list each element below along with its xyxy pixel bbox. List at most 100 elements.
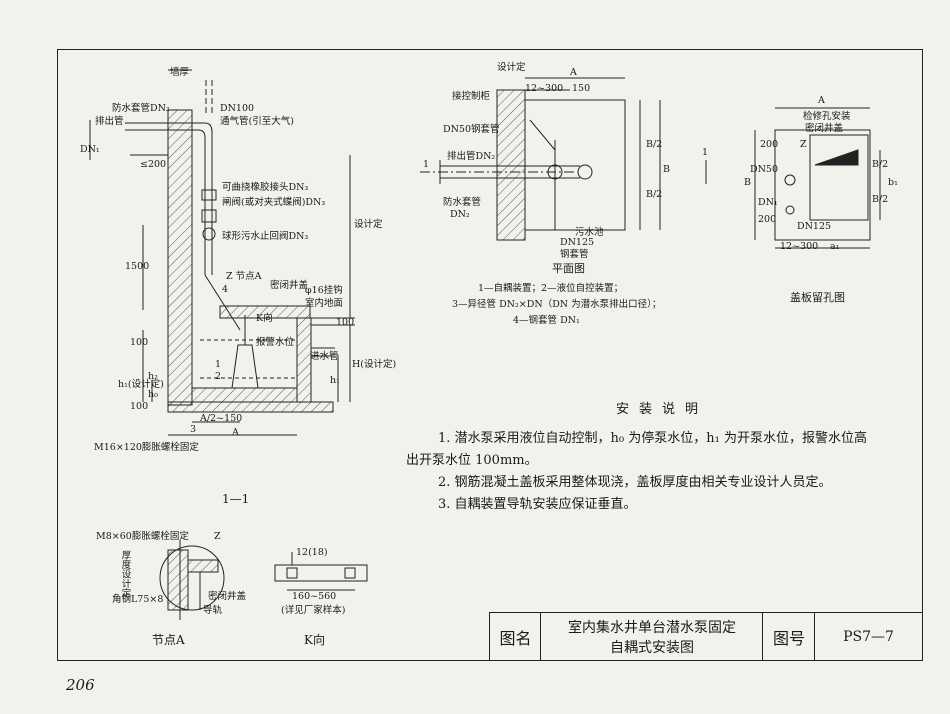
cover-plate-drawing: [754, 107, 881, 249]
cover-12-300-label: 12~300: [780, 241, 819, 252]
anchor-bolt-label: M16×120膨胀螺栓固定: [94, 442, 199, 453]
cover-b2a-label: B/2: [872, 159, 889, 170]
num-4-label: 4: [222, 284, 229, 295]
cover-dn50-label: DN50: [750, 164, 779, 175]
notes-heading: 安装说明: [616, 402, 709, 417]
k-view-drawing: [274, 552, 368, 591]
node-a-rail-label: 导轨: [203, 605, 223, 616]
cover-z-label: Z: [800, 139, 807, 150]
num-3-label: 3: [190, 424, 197, 435]
hatch-note-2: 密闭井盖: [805, 123, 844, 134]
sump-label: 污水池: [575, 227, 604, 238]
alarm-level-label: 报警水位: [256, 337, 295, 348]
h1-design-label: h₁(设计定): [118, 379, 164, 390]
dim-100b-label: 100: [130, 401, 149, 412]
page-number: 206: [66, 676, 95, 694]
a-half-label: A/2~150: [200, 413, 243, 424]
section-1-1-drawing: [89, 69, 355, 436]
k-dim-12-label: 12(18): [296, 547, 328, 558]
gate-valve-label: 闸阀(或对夹式蝶阀)DN₃: [222, 197, 326, 208]
wall-thickness-label: 墙厚: [170, 67, 190, 78]
flex-joint-label: 可曲挠橡胶接头DN₃: [222, 182, 309, 193]
h-design-label: H(设计定): [352, 359, 397, 370]
plan-caption: 平面图: [552, 262, 585, 275]
vent-pipe-label: DN100: [220, 103, 255, 114]
k-note-label: (详见厂家样本): [281, 605, 346, 616]
node-a-caption: 节点A: [152, 633, 185, 647]
num-1-label: 1: [215, 359, 222, 370]
dim-100c-label: 100: [336, 317, 355, 328]
control-cabinet-label: 接控制柜: [452, 91, 491, 102]
note-line-1-cont: 出开泵水位 100mm。: [406, 453, 538, 468]
plan-legend-2: 3—异径管 DN₂×DN（DN 为潜水泵排出口径）；: [452, 299, 662, 310]
k-dim-160-label: 160~560: [292, 591, 337, 602]
plan-legend-3: 4—钢套管 DN₁: [513, 315, 580, 326]
cover-200b-label: 200: [758, 214, 777, 225]
hook-label: φ16挂钩: [305, 285, 343, 296]
h0-label: h₀: [148, 389, 158, 400]
k-dir-label: K向: [256, 313, 273, 324]
node-a-drawing: [159, 540, 225, 620]
hatch-note-1: 检修孔安装: [803, 111, 851, 122]
cover-b-label: B: [744, 177, 751, 188]
dim-1500-label: 1500: [125, 261, 150, 272]
node-a-thickness-label: 厚度设计定: [119, 550, 131, 598]
cover-b2b-label: B/2: [872, 194, 889, 205]
plan-waterproof-dn: DN₂: [450, 209, 470, 220]
discharge-pipe-label: 排出管: [95, 116, 124, 127]
le200-label: ≤200: [140, 159, 167, 170]
plan-a-label: A: [570, 67, 577, 78]
title-name-cell: 室内集水井单台潜水泵固定 自耦式安装图: [540, 613, 763, 661]
dn1-label: DN₁: [80, 144, 100, 155]
title-name-line1: 室内集水井单台潜水泵固定: [568, 620, 736, 636]
title-no-value: PS7—7: [814, 613, 922, 661]
indoor-floor-label: 室内地面: [305, 298, 344, 309]
sealed-cover-label: 密闭井盖: [270, 280, 309, 291]
a-label: A: [232, 427, 239, 438]
note-line-2: 2. 钢筋混凝土盖板采用整体现浇，盖板厚度由相关专业设计人员定。: [438, 475, 832, 490]
cover-caption: 盖板留孔图: [790, 291, 845, 304]
title-block: 图名 室内集水井单台潜水泵固定 自耦式安装图 图号 PS7—7: [488, 612, 922, 661]
b-half-2-label: B/2: [646, 189, 663, 200]
section-mark-right: 1: [702, 147, 709, 158]
plan-150-label: 150: [572, 83, 591, 94]
plan-design-label: 设计定: [497, 62, 526, 73]
check-valve-label: 球形污水止回阀DN₃: [222, 231, 309, 242]
cover-dn125-label: DN125: [797, 221, 832, 232]
dim-100a-label: 100: [130, 337, 149, 348]
plan-dn125-label: DN125: [560, 237, 595, 248]
plan-b-label: B: [663, 164, 670, 175]
design-determined-label: 设计定: [354, 219, 383, 230]
section-mark-left: 1: [423, 159, 430, 170]
dn50-sleeve-label: DN50钢套管: [443, 124, 500, 135]
num-2-label: 2: [215, 371, 222, 382]
section-caption: 1—1: [222, 492, 250, 506]
plan-discharge-label: 排出管DN₂: [447, 151, 496, 162]
cover-a-label: A: [818, 95, 825, 106]
h2-label: h₂: [148, 371, 158, 382]
title-name-line2: 自耦式安装图: [610, 640, 694, 656]
title-name-label: 图名: [488, 613, 542, 661]
inlet-pipe-label: 进水管: [310, 351, 339, 362]
steel-sleeve-label: 钢套管: [560, 249, 589, 260]
plan-legend-1: 1—自耦装置；2—液位自控装置；: [478, 283, 624, 294]
waterproof-sleeve-label: 防水套管DN₂: [112, 103, 170, 114]
node-a-z-label: Z: [214, 531, 221, 542]
cover-a1-label: a₁: [830, 241, 840, 252]
vent-pipe-desc: 通气管(引至大气): [220, 116, 294, 127]
plan-waterproof-label: 防水套管: [443, 197, 482, 208]
node-a-label: Z 节点A: [226, 271, 262, 282]
h1-label: h₁: [330, 375, 340, 386]
note-line-3: 3. 自耦装置导轨安装应保证垂直。: [438, 497, 637, 512]
plan-view-drawing: [420, 77, 707, 241]
title-no-label: 图号: [762, 613, 815, 661]
note-line-1: 1. 潜水泵采用液位自动控制，h₀ 为停泵水位，h₁ 为开泵水位，报警水位高: [438, 431, 867, 446]
drawing-frame: [57, 49, 923, 661]
cover-dn1-label: DN₁: [758, 197, 778, 208]
node-a-angle-label: 角钢L75×8: [112, 594, 164, 605]
node-a-cover-label: 密闭井盖: [208, 591, 247, 602]
cover-200a-label: 200: [760, 139, 779, 150]
cover-b1-label: b₁: [888, 177, 898, 188]
b-half-1-label: B/2: [646, 139, 663, 150]
